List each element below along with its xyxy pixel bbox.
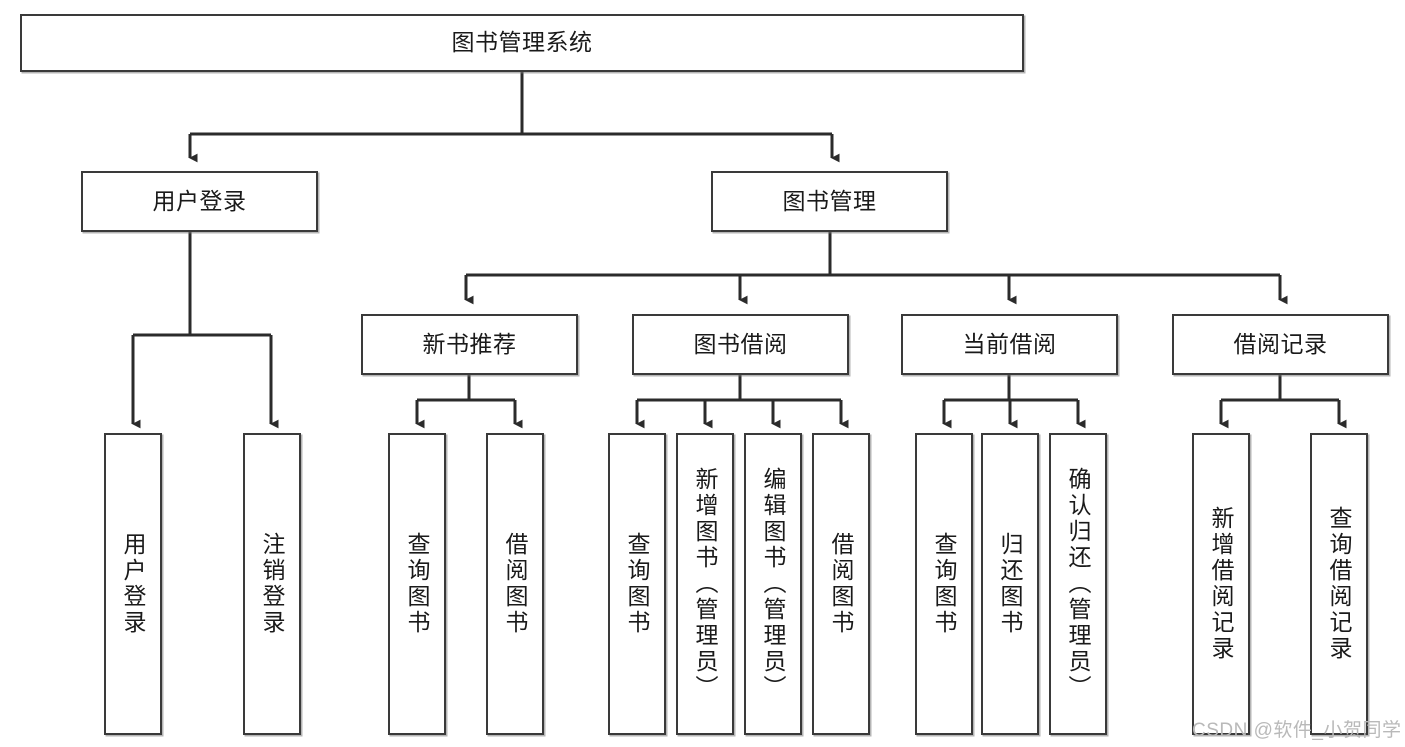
node-label: 新书推荐 [422,330,517,357]
node-label: 用户登录 [120,532,147,636]
csdn-watermark: CSDN @软件_小贺同学 [1192,720,1402,741]
node-leaf-add-book-admin[interactable]: 新增图书（管理员） [676,433,734,735]
node-label: 查询图书 [404,532,431,636]
node-current-borrow[interactable]: 当前借阅 [901,314,1118,375]
node-leaf-query-book-recommend[interactable]: 查询图书 [388,433,446,735]
node-borrow-record[interactable]: 借阅记录 [1172,314,1389,375]
node-label: 编辑图书（管理员） [760,467,787,701]
node-label: 图书借阅 [693,330,788,357]
node-label: 新增图书（管理员） [692,467,719,701]
node-label: 查询借阅记录 [1326,506,1353,662]
node-leaf-query-book-borrow[interactable]: 查询图书 [608,433,666,735]
node-label: 用户登录 [152,187,247,214]
node-leaf-logout-login[interactable]: 注销登录 [243,433,301,735]
node-new-book-recommend[interactable]: 新书推荐 [361,314,578,375]
node-book-borrow[interactable]: 图书借阅 [632,314,849,375]
node-label: 当前借阅 [962,330,1057,357]
node-label: 借阅记录 [1233,330,1328,357]
node-label: 图书管理系统 [451,29,593,56]
node-leaf-confirm-return-admin[interactable]: 确认归还（管理员） [1049,433,1107,735]
node-leaf-return-book[interactable]: 归还图书 [981,433,1039,735]
node-label: 查询图书 [624,532,651,636]
node-label: 图书管理 [782,187,877,214]
node-label: 借阅图书 [828,532,855,636]
node-book-management[interactable]: 图书管理 [711,171,948,232]
node-leaf-query-book-current[interactable]: 查询图书 [915,433,973,735]
node-label: 确认归还（管理员） [1065,467,1092,701]
node-label: 新增借阅记录 [1208,506,1235,662]
node-leaf-user-login[interactable]: 用户登录 [104,433,162,735]
node-leaf-add-borrow-record[interactable]: 新增借阅记录 [1192,433,1250,735]
node-user-login[interactable]: 用户登录 [81,171,318,232]
node-label: 归还图书 [997,532,1024,636]
node-label: 查询图书 [931,532,958,636]
node-leaf-borrow-book[interactable]: 借阅图书 [812,433,870,735]
node-root-book-management-system[interactable]: 图书管理系统 [20,14,1024,72]
node-leaf-edit-book-admin[interactable]: 编辑图书（管理员） [744,433,802,735]
node-label: 借阅图书 [502,532,529,636]
node-leaf-borrow-book-recommend[interactable]: 借阅图书 [486,433,544,735]
node-label: 注销登录 [259,532,286,636]
node-leaf-query-borrow-record[interactable]: 查询借阅记录 [1310,433,1368,735]
